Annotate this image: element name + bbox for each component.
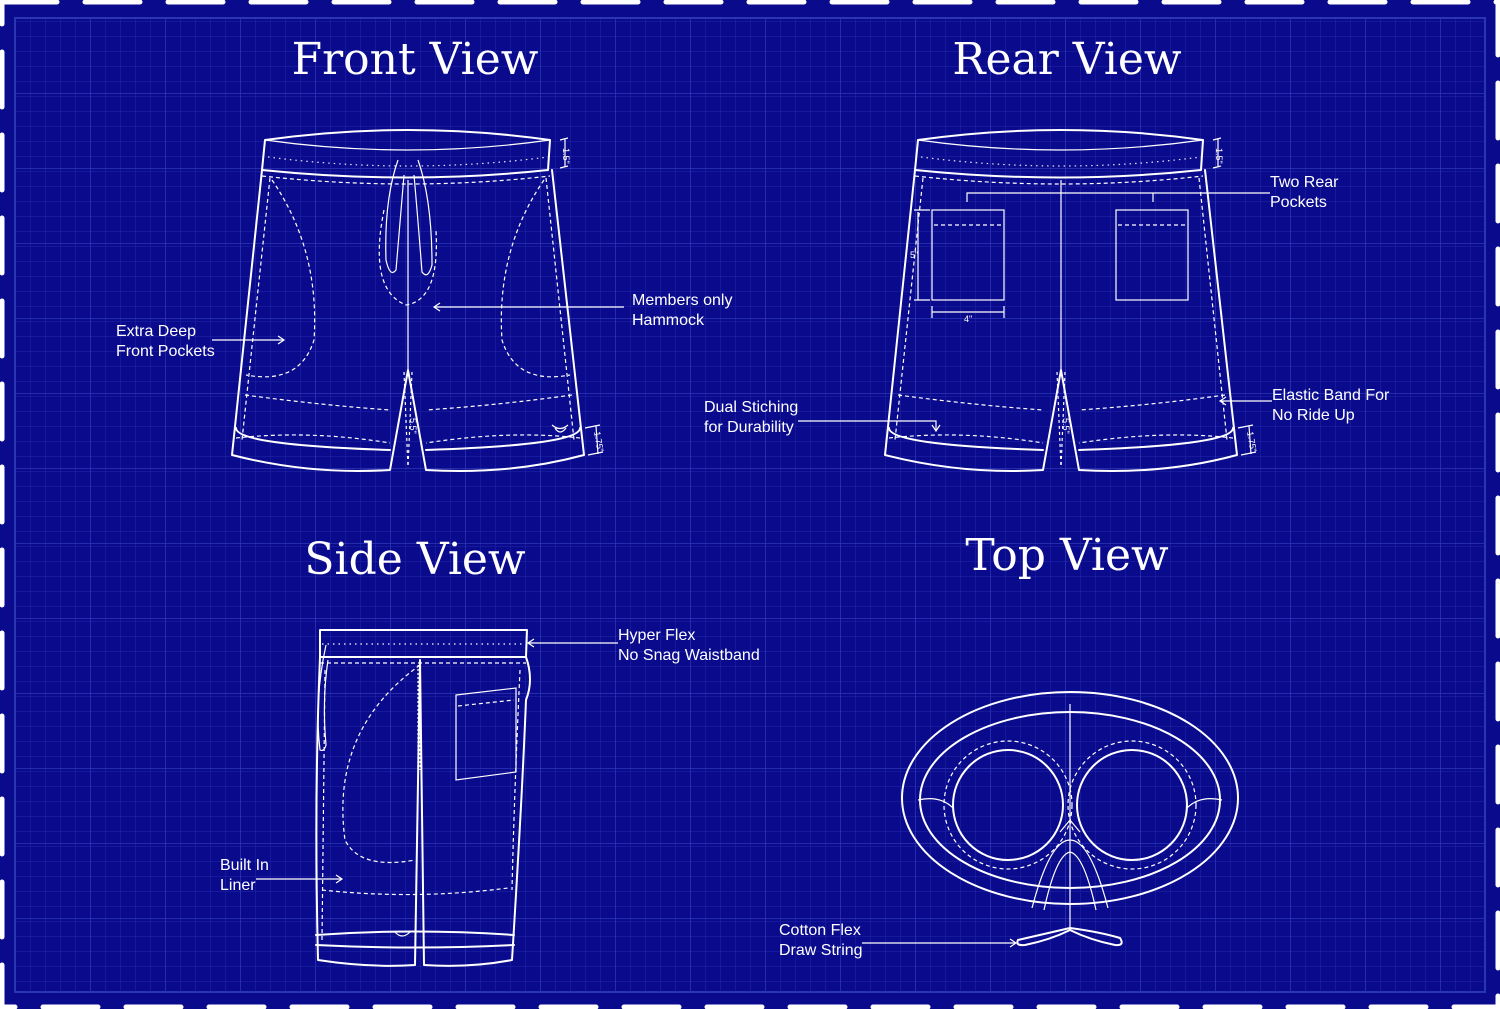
leader-rear-pockets: [966, 192, 1270, 202]
front-view-title: Front View: [292, 34, 539, 85]
side-view-title: Side View: [304, 534, 526, 585]
label-elastic-2: No Ride Up: [1272, 407, 1355, 424]
rear-view-title: Rear View: [952, 34, 1182, 85]
leader-liner: [256, 874, 344, 884]
leader-elastic: [1218, 396, 1272, 406]
front-hem-dim: 1.75": [592, 431, 605, 453]
front-view-drawing: 1.5" 5.5" 1.75": [231, 129, 605, 472]
label-stitching-1: Dual Stiching: [704, 399, 798, 416]
pocket-height-dim: 5": [910, 250, 918, 260]
rear-inseam-dim: 5.5": [1061, 418, 1071, 434]
front-waistband-dim: 1.5": [561, 148, 571, 164]
rear-view-drawing: 5" 4" 1.5" 5.5" 1.75": [884, 129, 1258, 472]
leader-waistband: [526, 638, 618, 648]
label-liner-1: Built In: [220, 857, 269, 874]
rear-waistband-dim: 1.5": [1214, 148, 1224, 164]
label-elastic-1: Elastic Band For: [1272, 387, 1390, 404]
leader-stitching: [798, 420, 941, 433]
label-front-pockets-1: Extra Deep: [116, 323, 196, 340]
top-view-title: Top View: [965, 530, 1169, 581]
label-stitching-2: for Durability: [704, 419, 794, 436]
leader-hammock: [432, 302, 624, 312]
label-rear-pockets-2: Pockets: [1270, 194, 1327, 211]
label-front-pockets-2: Front Pockets: [116, 343, 215, 360]
side-view-drawing: [315, 629, 531, 967]
label-drawstring-2: Draw String: [779, 942, 863, 959]
leader-drawstring: [862, 938, 1018, 948]
label-waistband-1: Hyper Flex: [618, 627, 695, 644]
label-waistband-2: No Snag Waistband: [618, 647, 760, 664]
label-hammock-2: Hammock: [632, 312, 705, 329]
rear-hem-dim: 1.75": [1245, 431, 1258, 453]
label-liner-2: Liner: [220, 877, 256, 894]
label-drawstring-1: Cotton Flex: [779, 922, 861, 939]
label-hammock-1: Members only: [632, 292, 732, 309]
front-inseam-dim: 5.5": [408, 418, 418, 434]
label-rear-pockets-1: Two Rear: [1270, 174, 1339, 191]
top-view-drawing: [901, 691, 1239, 947]
pocket-width-dim: 4": [964, 314, 972, 324]
leader-front-pockets: [212, 335, 286, 345]
